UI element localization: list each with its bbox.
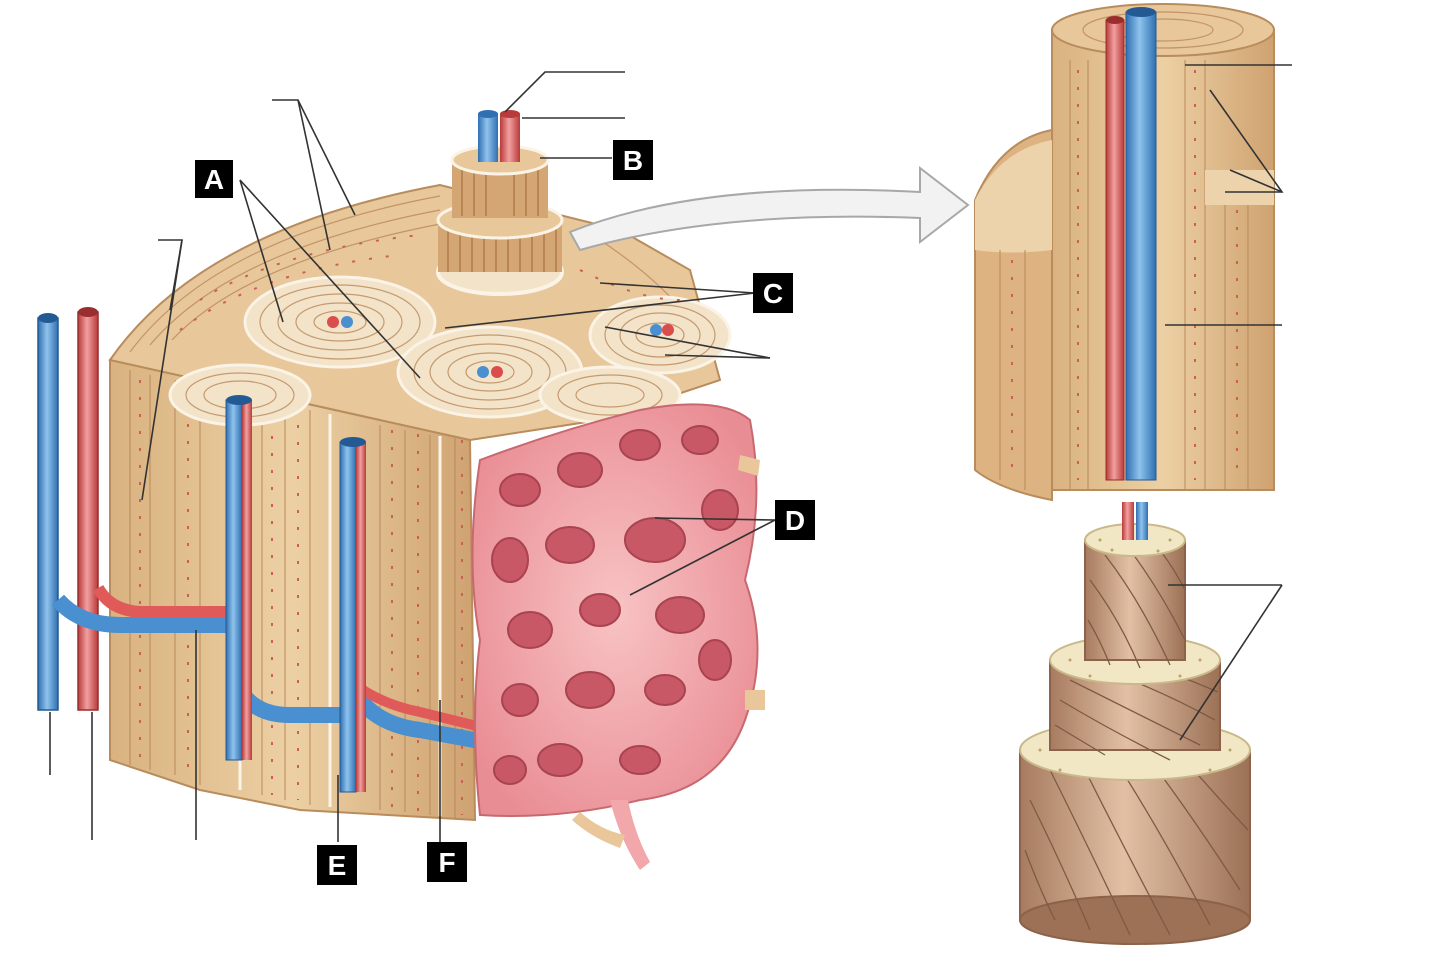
label-D-text: D — [785, 505, 805, 536]
label-B-text: B — [623, 145, 643, 176]
osteon-1 — [243, 275, 437, 369]
periosteal-vein — [37, 317, 59, 711]
projecting-osteon — [436, 110, 564, 296]
label-D: D — [775, 500, 815, 540]
label-E: E — [317, 845, 357, 885]
top-cylinder-fibers — [1087, 549, 1186, 669]
label-A: A — [195, 160, 233, 198]
cutaway-lamellae — [999, 60, 1249, 490]
magnification-arrow — [568, 165, 970, 252]
leader-lines — [49, 64, 1292, 842]
interstitial-osteocytes — [179, 234, 681, 331]
bone-block — [108, 110, 732, 822]
osteon-3 — [588, 295, 732, 375]
blood-vessels — [37, 307, 487, 793]
label-B: B — [613, 140, 653, 180]
label-A-text: A — [204, 164, 224, 195]
label-E-text: E — [328, 850, 347, 881]
label-C: C — [753, 273, 793, 313]
label-F: F — [427, 842, 467, 882]
label-C-text: C — [763, 278, 783, 309]
label-F-text: F — [438, 847, 455, 878]
front-face-osteocytes — [139, 380, 463, 815]
periosteal-artery — [77, 311, 99, 711]
lamellae-fiber-cylinders — [1019, 502, 1251, 945]
osteon-cutaway — [974, 3, 1275, 502]
spongy-bone — [471, 403, 765, 870]
